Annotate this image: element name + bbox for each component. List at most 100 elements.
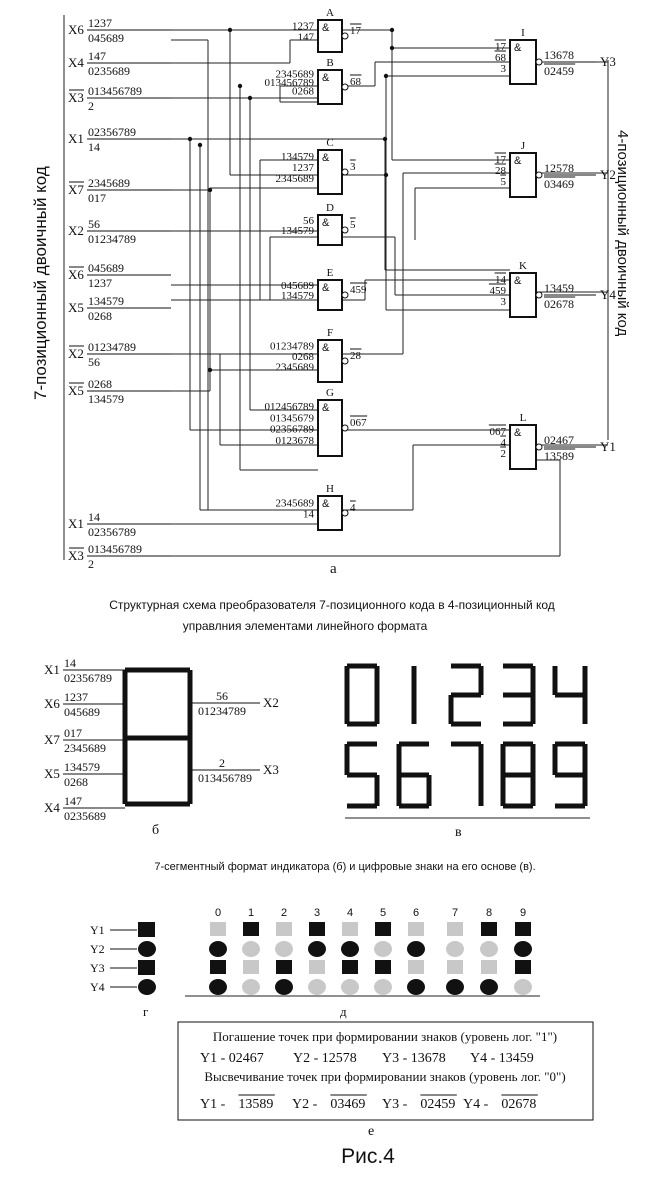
segment-bottom-code: 02356789 <box>64 671 112 685</box>
gate-input-code: 0268 <box>292 351 315 363</box>
dot-circle <box>242 941 260 957</box>
segment-input-name: X1 <box>44 662 60 677</box>
input-name: X6 <box>68 22 84 37</box>
dot-square <box>276 922 292 936</box>
segment-top-code: 134579 <box>64 760 100 774</box>
gate-input-code: 4 <box>501 437 507 449</box>
gate-inverter-bubble <box>341 226 349 234</box>
gate-input-code: 1237 <box>292 21 315 33</box>
input-bottom-code: 045689 <box>88 31 124 45</box>
gate-input-code: 012456789 <box>265 401 315 413</box>
input-name: X7 <box>68 182 84 197</box>
digit-glyphs <box>344 663 588 809</box>
segment-input-name: X7 <box>44 732 60 747</box>
dot-column-7: 7 <box>446 907 464 995</box>
input-bottom-code: 01234789 <box>88 232 136 246</box>
gate-name: B <box>326 57 333 69</box>
gate-output-code: 28 <box>350 350 362 362</box>
gate-output-top: 02467 <box>544 433 574 447</box>
dot-circle <box>446 941 464 957</box>
gate-input-code: 1237 <box>292 162 315 174</box>
legend-y3: Y3 <box>90 960 155 975</box>
wire-junction <box>227 27 233 33</box>
gate-input-code: 134579 <box>281 151 315 163</box>
gate-output-top: 12578 <box>544 161 574 175</box>
gate-and-symbol: & <box>322 342 330 354</box>
dot-column-2: 2 <box>275 907 293 995</box>
dot-column-digit: 6 <box>413 907 419 919</box>
dot-column-3: 3 <box>308 907 326 995</box>
gate-name: L <box>520 412 527 424</box>
box-code-value: 13589 <box>238 1097 273 1112</box>
dot-circle <box>209 979 227 995</box>
caption-e: е <box>368 1124 374 1139</box>
gate-y-output: Y3 <box>600 54 616 69</box>
digit-glyph-r1-0 <box>344 663 380 727</box>
box-code-value: 02459 <box>420 1097 455 1112</box>
gate-name: I <box>521 27 525 39</box>
dot-column-9: 9 <box>514 907 532 995</box>
input-top-code: 045689 <box>88 261 124 275</box>
gate-inverter-bubble <box>341 168 349 176</box>
dot-circle <box>308 941 326 957</box>
dot-circle <box>374 979 392 995</box>
gate-and-symbol: & <box>322 152 330 164</box>
dot-square <box>210 960 226 974</box>
input-top-code: 02356789 <box>88 125 136 139</box>
gate-y-output: Y2 <box>600 167 616 182</box>
dot-column-digit: 4 <box>347 907 353 919</box>
gate-inverter-bubble <box>341 509 349 517</box>
box-code-prefix: Y2 - <box>292 1097 318 1112</box>
dot-square <box>375 922 391 936</box>
dot-circle <box>446 979 464 995</box>
gate-output-bottom: 03469 <box>544 177 574 191</box>
dot-circle <box>407 979 425 995</box>
input-bottom-code: 14 <box>88 140 100 154</box>
gate-input-code: 134579 <box>281 225 315 237</box>
gate-output-code: 459 <box>350 284 367 296</box>
segment-top-code: 56 <box>216 689 228 703</box>
gate-input-code: 14 <box>495 274 507 286</box>
gate-name: J <box>521 140 526 152</box>
gate-body <box>509 39 537 85</box>
gate-input-code: 14 <box>303 509 315 521</box>
legend-y4: Y4 <box>90 979 156 995</box>
digit-glyph-r2-7 <box>451 741 484 806</box>
input-name: X6 <box>68 267 84 282</box>
dot-column-digit: 2 <box>281 907 287 919</box>
dot-square <box>408 960 424 974</box>
gate-input-code: 2345689 <box>276 497 315 509</box>
wires <box>171 27 608 557</box>
dot-column-4: 4 <box>341 907 359 995</box>
gate-input-code: 68 <box>495 52 507 64</box>
gate-body <box>509 272 537 318</box>
dot-square <box>447 960 463 974</box>
segment-bottom-code: 045689 <box>64 705 100 719</box>
legend-circle-marker <box>138 979 156 995</box>
legend-label: Y3 <box>90 961 105 975</box>
gate-input-code: 2345689 <box>276 362 315 374</box>
wire-junction <box>382 136 388 142</box>
segment-input-name: X6 <box>44 696 60 711</box>
caption-d: д <box>340 1004 347 1019</box>
legend-label: Y1 <box>90 923 105 937</box>
input-name: X2 <box>68 346 84 361</box>
gate-input-code: 5 <box>501 176 507 188</box>
input-bottom-code: 017 <box>88 191 106 205</box>
gate-and-symbol: & <box>322 72 330 84</box>
input-name: X5 <box>68 383 84 398</box>
segment-input-name: X2 <box>263 695 279 710</box>
gate-input-code: 3 <box>501 296 507 308</box>
dot-column-6: 6 <box>407 907 425 995</box>
gate-input-code: 17 <box>495 154 507 166</box>
gate-output-code: 4 <box>350 502 356 514</box>
dot-square <box>210 922 226 936</box>
